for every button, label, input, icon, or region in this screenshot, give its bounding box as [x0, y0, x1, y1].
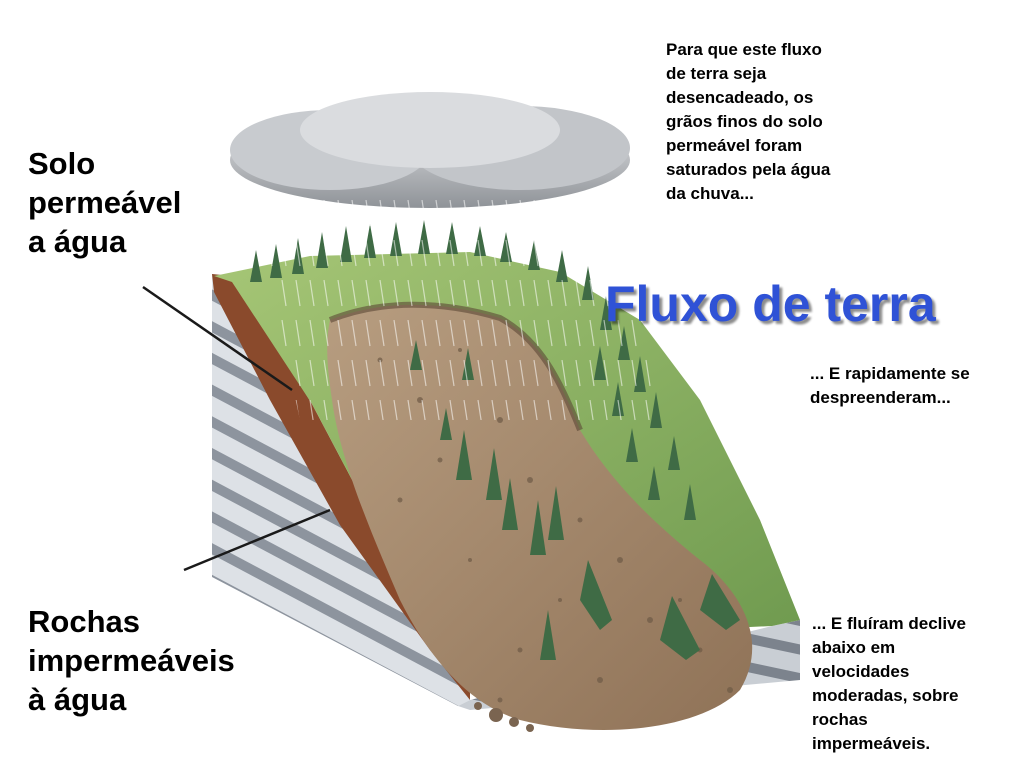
soil-permeable-label: Solo permeável a água [28, 146, 182, 259]
detach-caption: ... E rapidamente se despreenderam... [810, 364, 970, 407]
diagram-title: Fluxo de terra [605, 276, 936, 332]
fallen-boulders [474, 702, 534, 732]
flow-caption: ... E fluíram declive abaixo em velocida… [812, 614, 967, 753]
rock-pointer-line [183, 508, 331, 572]
trigger-caption: Para que este fluxo de terra seja desenc… [666, 40, 831, 203]
rain-cloud [230, 92, 630, 208]
rain [250, 190, 660, 420]
impermeable-rocks-label: Rochas impermeáveis à água [28, 604, 235, 717]
soil-pointer-line [142, 285, 293, 392]
